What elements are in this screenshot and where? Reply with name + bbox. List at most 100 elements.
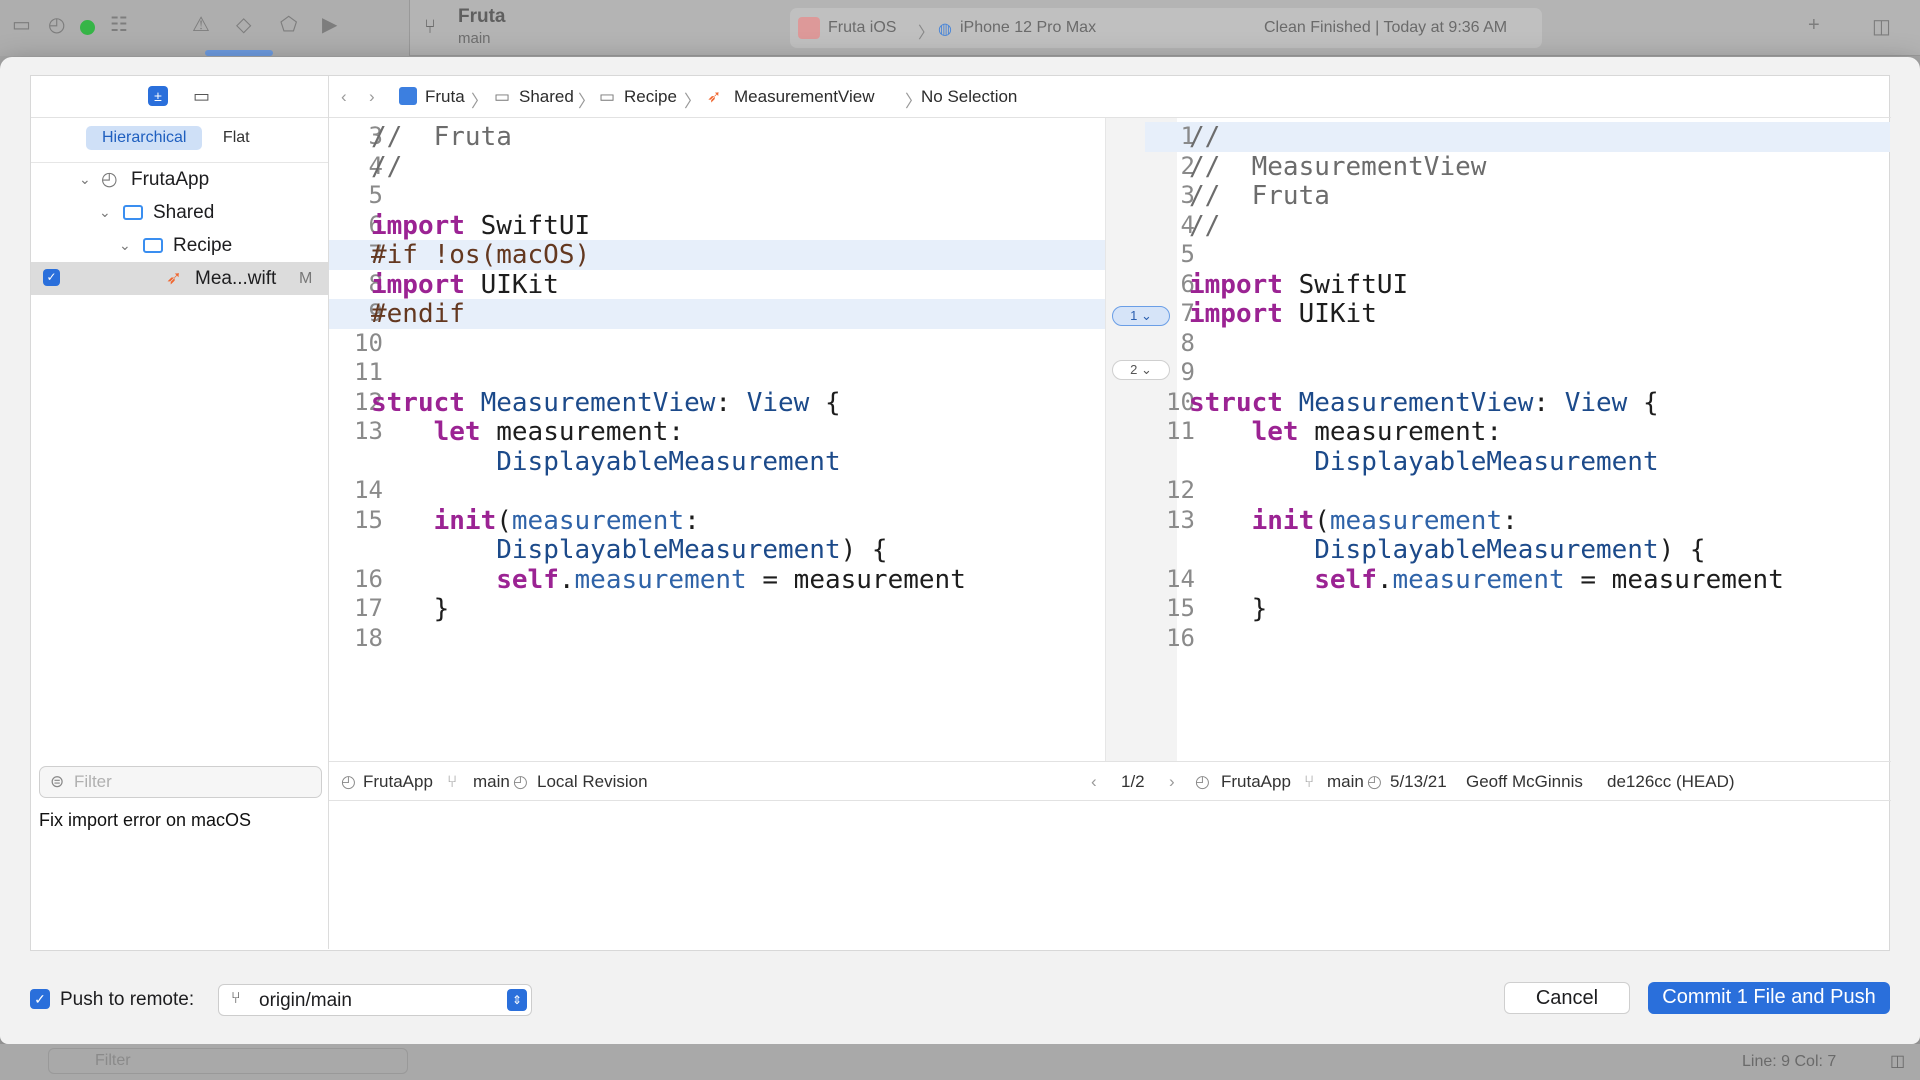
jump-item-recipe[interactable]: Recipe xyxy=(624,87,677,106)
code-line[interactable]: import SwiftUI xyxy=(371,210,591,241)
commit-push-button[interactable]: Commit 1 File and Push xyxy=(1648,982,1890,1014)
code-line[interactable]: // xyxy=(1189,122,1221,152)
left-branch[interactable]: main xyxy=(473,772,510,791)
test-diamond-icon[interactable]: ◇ xyxy=(236,14,252,36)
change-1-button[interactable]: 1 ⌄ xyxy=(1112,306,1170,326)
chevron-down-icon[interactable]: ⌄ xyxy=(119,237,131,253)
code-line[interactable]: init(measurement: xyxy=(1251,505,1518,536)
change-1-number: 1 xyxy=(1130,308,1138,323)
folder-icon: ▭ xyxy=(599,87,616,106)
code-line[interactable]: DisplayableMeasurement) { xyxy=(496,535,888,565)
folder-icon xyxy=(123,205,143,220)
cancel-button[interactable]: Cancel xyxy=(1504,982,1630,1014)
line-number: 6 xyxy=(368,210,383,239)
code-line[interactable]: import UIKit xyxy=(1189,299,1377,329)
push-checkbox[interactable]: ✓ xyxy=(30,989,50,1009)
inspector-toggle-icon[interactable]: ◫ xyxy=(1872,16,1891,38)
filter-input[interactable]: ⊜ Filter xyxy=(39,766,322,798)
changes-tab-icon[interactable]: ± xyxy=(148,86,168,106)
code-line[interactable]: } xyxy=(371,594,450,624)
prev-change-icon[interactable]: ‹ xyxy=(1091,772,1097,791)
code-line[interactable]: // xyxy=(371,151,403,182)
code-line[interactable]: } xyxy=(1189,594,1268,624)
right-date[interactable]: 5/13/21 xyxy=(1390,772,1447,791)
code-line[interactable]: // MeasurementView xyxy=(1189,151,1487,182)
jump-item-file[interactable]: MeasurementView xyxy=(734,87,875,106)
scheme-name[interactable]: Fruta iOS xyxy=(828,19,897,36)
code-line[interactable]: DisplayableMeasurement) { xyxy=(1314,535,1706,565)
commit-message-field[interactable]: Fix import error on macOS xyxy=(39,810,252,830)
panel-toggle-icon[interactable]: ◫ xyxy=(1890,1053,1906,1070)
app-icon xyxy=(798,17,820,39)
right-repo[interactable]: FrutaApp xyxy=(1221,772,1291,791)
left-revision[interactable]: Local Revision xyxy=(537,772,648,791)
line-number: 13 xyxy=(354,417,383,445)
line-number: 8 xyxy=(368,269,383,298)
filter-placeholder: Filter xyxy=(74,772,112,791)
tree-row-measurementview[interactable]: ✓ ➶ Mea...wift M xyxy=(31,262,328,295)
line-number: 11 xyxy=(354,358,383,386)
code-line[interactable]: #endif xyxy=(371,299,465,329)
left-repo[interactable]: FrutaApp xyxy=(363,772,433,791)
tree-row-shared[interactable]: ⌄ Shared xyxy=(31,196,328,229)
source-control-icon[interactable]: ◴ xyxy=(48,14,66,36)
seg-hierarchical[interactable]: Hierarchical xyxy=(86,126,203,150)
back-arrow-icon[interactable]: ‹ xyxy=(341,87,347,106)
code-line[interactable]: // Fruta xyxy=(1189,181,1330,211)
folder-icon[interactable]: ▭ xyxy=(12,14,31,36)
zoom-traffic-light[interactable] xyxy=(80,20,95,35)
run-play-icon[interactable]: ▶ xyxy=(322,14,338,36)
device-name[interactable]: iPhone 12 Pro Max xyxy=(960,19,1097,36)
line-number: 14 xyxy=(1166,564,1195,593)
build-status: Clean Finished | Today at 9:36 AM xyxy=(1264,19,1508,36)
code-line[interactable]: struct MeasurementView: View { xyxy=(1189,387,1659,418)
warning-icon[interactable]: ⚠ xyxy=(192,14,210,36)
line-number: 4 xyxy=(368,151,383,180)
folder-tab-icon[interactable]: ▭ xyxy=(193,86,211,106)
code-line[interactable]: self.measurement = measurement xyxy=(1314,564,1784,595)
chevron-down-icon[interactable]: ⌄ xyxy=(79,171,91,187)
tree-row-recipe[interactable]: ⌄ Recipe xyxy=(31,229,328,262)
seg-flat[interactable]: Flat xyxy=(222,129,250,146)
jump-item-shared[interactable]: Shared xyxy=(519,87,574,106)
next-change-icon[interactable]: › xyxy=(1169,772,1175,791)
changes-sidebar: ± ▭ Hierarchical Flat ⌄ ◴ FrutaApp ⌄ Sha… xyxy=(31,76,329,949)
code-line[interactable]: DisplayableMeasurement xyxy=(496,446,841,477)
jump-item-selection[interactable]: No Selection xyxy=(921,87,1018,106)
add-icon[interactable]: + xyxy=(1808,14,1820,36)
selected-nav-indicator xyxy=(205,50,273,56)
sidebar-header: ± ▭ xyxy=(31,76,328,118)
code-line[interactable]: self.measurement = measurement xyxy=(496,564,966,595)
chevron-down-icon[interactable]: ⌄ xyxy=(99,204,111,220)
tree-label: Recipe xyxy=(173,235,233,256)
code-line[interactable]: #if !os(macOS) xyxy=(371,240,591,270)
code-line[interactable]: struct MeasurementView: View { xyxy=(371,387,841,418)
breakpoint-icon[interactable]: ⬠ xyxy=(280,14,298,36)
file-checkbox[interactable]: ✓ xyxy=(43,269,60,286)
filter-icon: ⊜ xyxy=(50,772,65,791)
change-2-button[interactable]: 2 ⌄ xyxy=(1112,360,1170,380)
forward-arrow-icon[interactable]: › xyxy=(369,87,375,106)
code-line[interactable]: init(measurement: xyxy=(433,505,700,536)
folder-icon: ▭ xyxy=(494,87,511,106)
code-line[interactable]: import UIKit xyxy=(371,269,559,300)
debug-filter-input[interactable]: Filter xyxy=(48,1048,408,1074)
line-number: 7 xyxy=(368,240,383,268)
view-mode-segmented[interactable]: Hierarchical Flat xyxy=(86,126,266,150)
activity-view[interactable]: Fruta iOS 〉 ◍ iPhone 12 Pro Max Clean Fi… xyxy=(790,8,1542,48)
code-line[interactable]: let measurement: xyxy=(1251,417,1503,447)
remote-select[interactable]: ⑂ origin/main ⇕ xyxy=(218,984,532,1016)
code-line[interactable]: // xyxy=(1189,210,1221,241)
code-line[interactable]: DisplayableMeasurement xyxy=(1314,446,1659,477)
branch-icon: ⑂ xyxy=(424,16,436,38)
code-line[interactable]: // Fruta xyxy=(371,122,512,152)
hierarchy-icon[interactable]: ☷ xyxy=(110,14,128,36)
code-line[interactable]: let measurement: xyxy=(433,417,685,447)
right-branch[interactable]: main xyxy=(1327,772,1364,791)
jump-item-fruta[interactable]: Fruta xyxy=(425,87,465,106)
code-line[interactable]: import SwiftUI xyxy=(1189,269,1409,300)
tree-row-frutaapp[interactable]: ⌄ ◴ FrutaApp xyxy=(31,163,328,196)
